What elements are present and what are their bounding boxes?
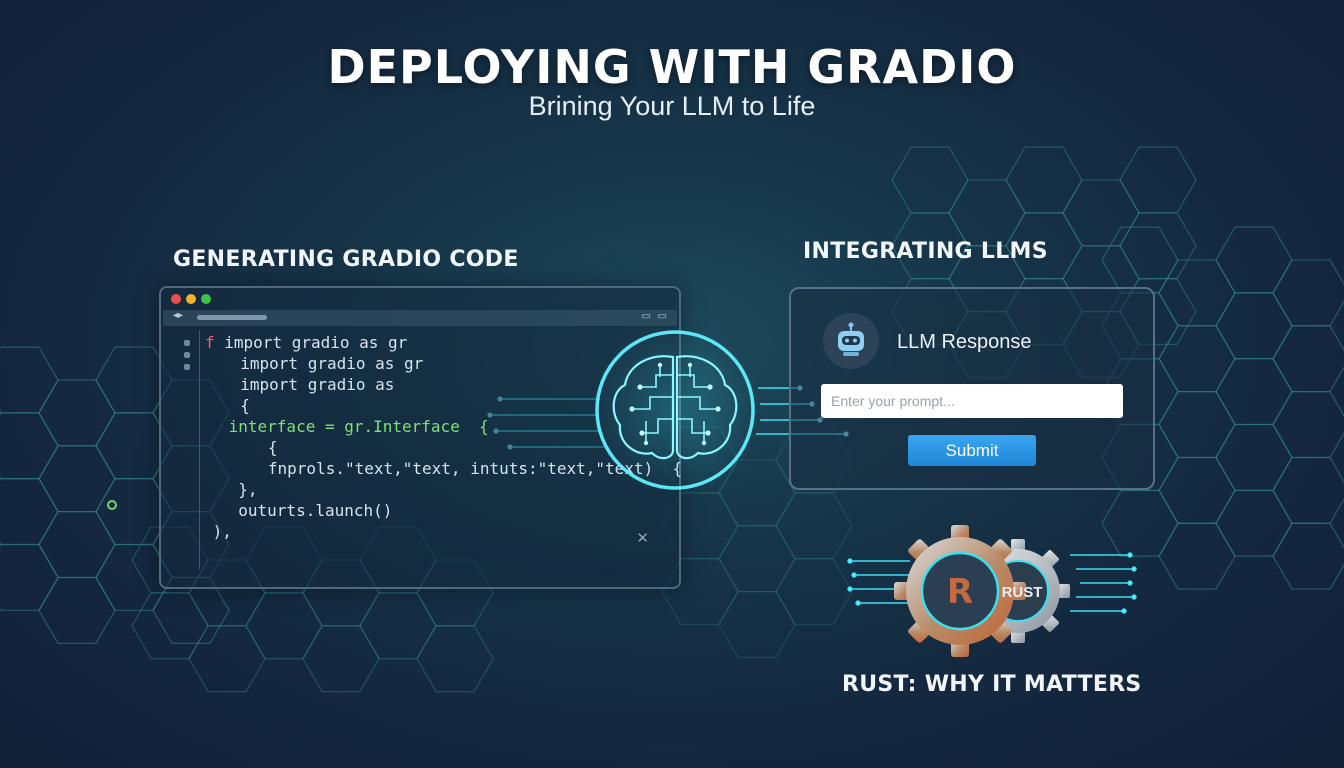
background-hexagon <box>0 478 59 546</box>
background-hexagon <box>38 445 116 513</box>
background-hexagon <box>718 525 796 593</box>
background-hexagon <box>1215 489 1293 557</box>
llm-section-heading: INTEGRATING LLMS <box>803 239 1048 264</box>
background-hexagon <box>1215 423 1293 492</box>
background-hexagon <box>131 592 209 660</box>
background-hexagon <box>1101 226 1179 294</box>
background-hexagon <box>38 510 116 579</box>
gutter-marker <box>184 364 190 370</box>
rust-gears-illustration: R RUST <box>847 525 1137 657</box>
rust-section-heading: RUST: WHY IT MATTERS <box>842 672 1142 697</box>
background-hexagon <box>1215 292 1293 360</box>
code-line[interactable]: }, <box>219 480 258 499</box>
nav-arrows-icon[interactable]: ◂▸ <box>173 310 184 321</box>
code-line-text: interface = gr.Interface { <box>219 417 489 436</box>
tab-icon[interactable]: ▭ <box>657 311 667 322</box>
background-hexagon <box>38 576 116 644</box>
page-subtitle: Brining Your LLM to Life <box>528 91 816 121</box>
brain-circuit-icon <box>590 325 760 495</box>
code-line[interactable]: import gradio as gr <box>221 354 423 373</box>
green-node <box>107 500 117 510</box>
code-section-heading: GENERATING GRADIO CODE <box>173 247 519 272</box>
code-line[interactable]: interface = gr.Interface { <box>219 417 489 436</box>
prompt-input[interactable] <box>821 384 1123 418</box>
background-hexagon <box>0 412 59 480</box>
background-hexagon <box>0 543 59 612</box>
background-hexagon <box>1062 179 1140 247</box>
gutter-marker <box>184 352 190 358</box>
code-line[interactable]: outurts.launch() <box>219 501 392 520</box>
submit-button[interactable]: Submit <box>908 435 1036 466</box>
background-hexagon <box>38 379 116 447</box>
code-line-text: { <box>239 438 278 457</box>
code-line[interactable]: f import gradio as gr <box>205 333 407 352</box>
left-gear <box>894 525 1026 657</box>
llm-panel: LLM Response Submit <box>789 287 1155 490</box>
code-line-text: outurts.launch() <box>219 501 393 520</box>
code-line-text: ), <box>203 522 232 541</box>
code-line[interactable]: import gradio as <box>221 375 394 394</box>
code-line[interactable]: fnprols."text,"text, intuts:"text,"text)… <box>239 459 682 478</box>
code-line[interactable]: { <box>221 396 250 415</box>
background-hexagon <box>1158 456 1236 524</box>
rust-gear-label: RUST <box>1002 584 1043 601</box>
background-hexagon <box>1119 212 1197 280</box>
close-window-dot[interactable] <box>171 294 181 304</box>
background-hexagon <box>1215 226 1293 294</box>
background-hexagon <box>1158 522 1236 590</box>
editor-gutter <box>179 330 200 569</box>
minimize-window-dot[interactable] <box>186 294 196 304</box>
code-editor-window: ◂▸ ▭ ▭ f import gradio as gr import grad… <box>159 286 682 589</box>
background-hexagon <box>948 179 1026 247</box>
background-hexagon <box>1119 146 1197 214</box>
background-hexagon <box>775 558 853 626</box>
code-line[interactable]: ), <box>203 522 232 541</box>
robot-avatar <box>823 313 879 369</box>
llm-response-label: LLM Response <box>897 331 1032 353</box>
page-title: DEPLOYING WITH GRADIO <box>327 40 1017 94</box>
background-hexagon <box>0 346 59 414</box>
background-hexagon <box>1158 325 1236 393</box>
background-hexagon <box>718 590 796 659</box>
background-hexagon <box>1005 146 1083 214</box>
code-line-text: }, <box>219 480 258 499</box>
robot-icon <box>838 322 864 356</box>
background-hexagon <box>1215 358 1293 426</box>
code-line-text: import gradio as gr <box>214 333 408 352</box>
background-hexagon <box>661 558 739 626</box>
background-hexagon <box>891 146 969 214</box>
background-hexagon <box>1272 522 1344 590</box>
address-bar[interactable] <box>197 315 267 320</box>
background-hexagon <box>1272 390 1344 459</box>
background-hexagon <box>359 592 437 660</box>
background-hexagon <box>1272 456 1344 524</box>
background-hexagon <box>1158 259 1236 327</box>
background-hexagon <box>775 492 853 560</box>
background-hexagon <box>416 625 494 693</box>
background-hexagon <box>188 625 266 693</box>
code-line[interactable]: { <box>239 438 278 457</box>
background-hexagon <box>1272 259 1344 327</box>
maximize-window-dot[interactable] <box>201 294 211 304</box>
code-line-marker: f <box>205 333 215 352</box>
background-hexagon <box>302 625 380 693</box>
close-icon[interactable]: ✕ <box>636 529 649 547</box>
window-icon[interactable]: ▭ <box>641 311 651 322</box>
editor-toolbar: ◂▸ ▭ ▭ <box>163 310 677 326</box>
rust-logo-letter: R <box>947 572 973 612</box>
code-line-text: import gradio as <box>221 375 395 394</box>
code-line-text: import gradio as gr <box>221 354 424 373</box>
background-hexagon <box>1272 325 1344 393</box>
background-hexagon <box>245 592 323 660</box>
code-line-text: fnprols."text,"text, intuts:"text,"text)… <box>239 459 683 478</box>
gutter-marker <box>184 340 190 346</box>
code-line-text: { <box>221 396 250 415</box>
background-hexagon <box>718 459 796 527</box>
background-hexagon <box>1158 390 1236 459</box>
